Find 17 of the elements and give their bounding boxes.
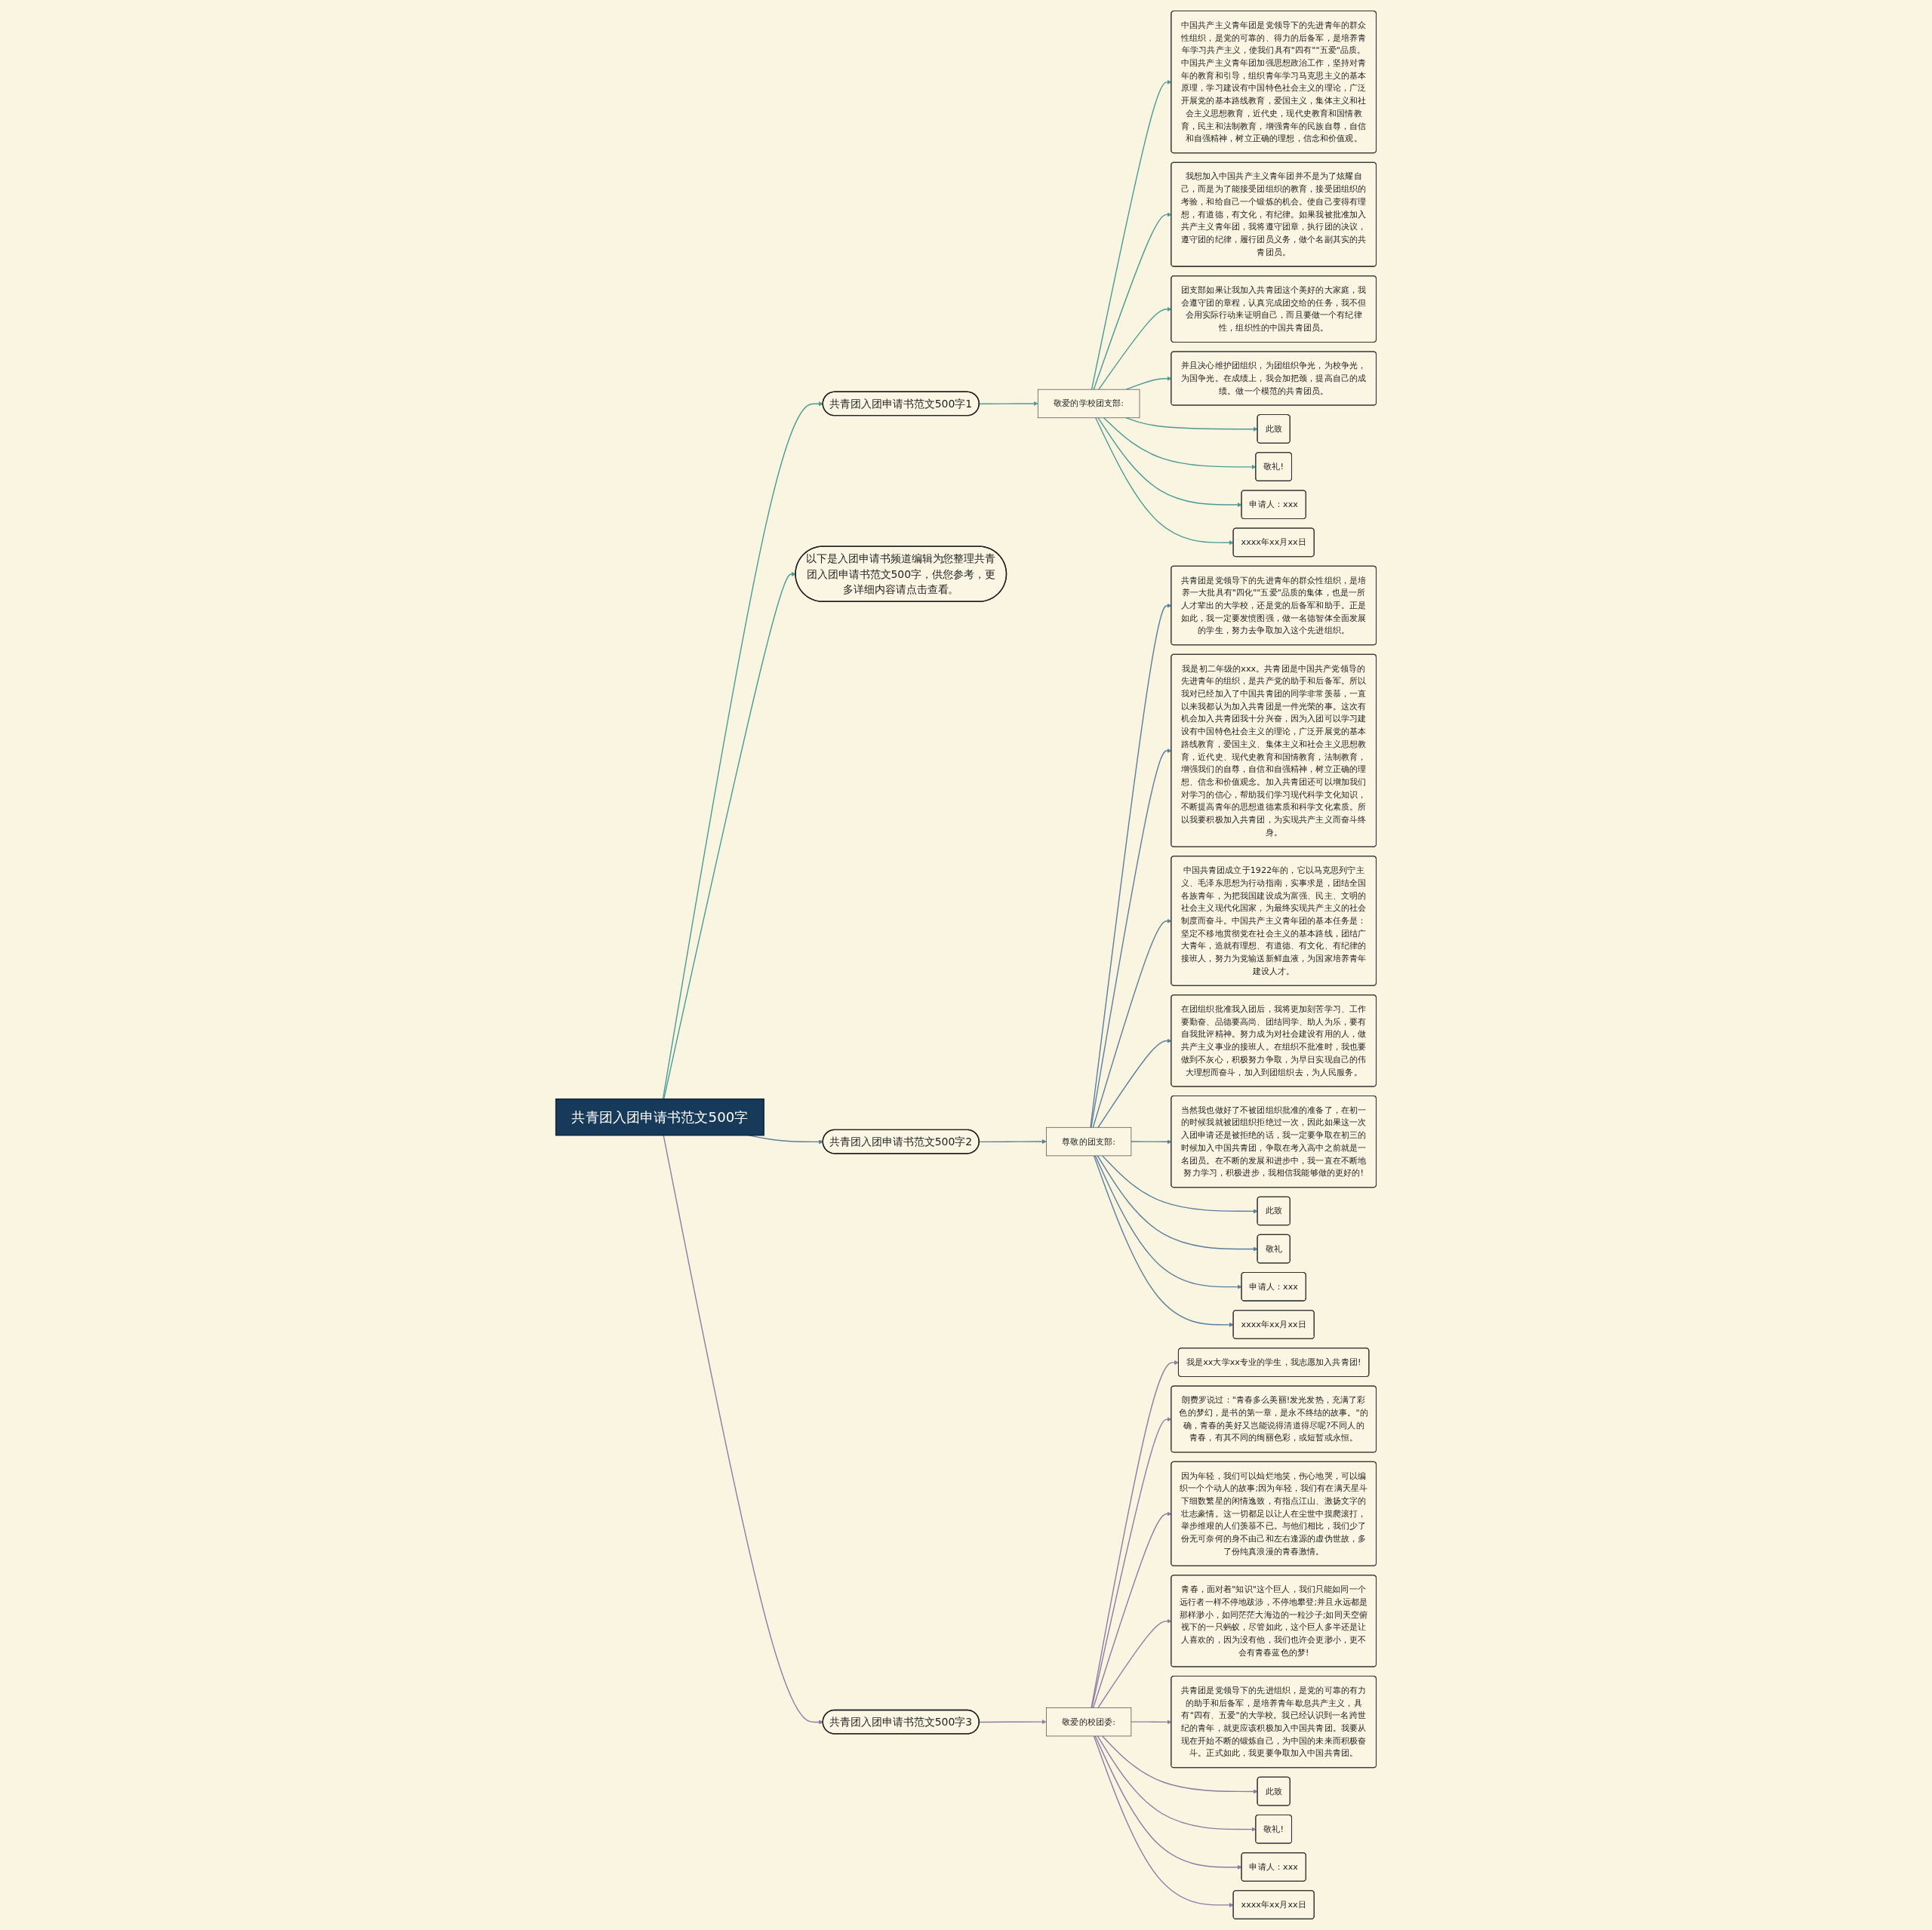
arrow <box>1094 417 1234 546</box>
arrow <box>1101 1735 1258 1794</box>
arrow <box>1093 1155 1234 1327</box>
arrow <box>663 571 796 1100</box>
arrow <box>1097 1735 1257 1832</box>
node-box <box>1046 1707 1132 1737</box>
arrow <box>1103 417 1257 469</box>
arrow <box>978 1719 1047 1725</box>
arrow <box>662 401 823 1100</box>
arrow <box>663 1135 823 1725</box>
arrow <box>1125 417 1258 432</box>
arrow <box>1093 1735 1234 1907</box>
node-box <box>555 1098 764 1136</box>
node-box <box>1046 1126 1132 1157</box>
node-box <box>1037 389 1140 419</box>
arrow <box>1097 1155 1258 1252</box>
arrow <box>1101 1155 1258 1214</box>
